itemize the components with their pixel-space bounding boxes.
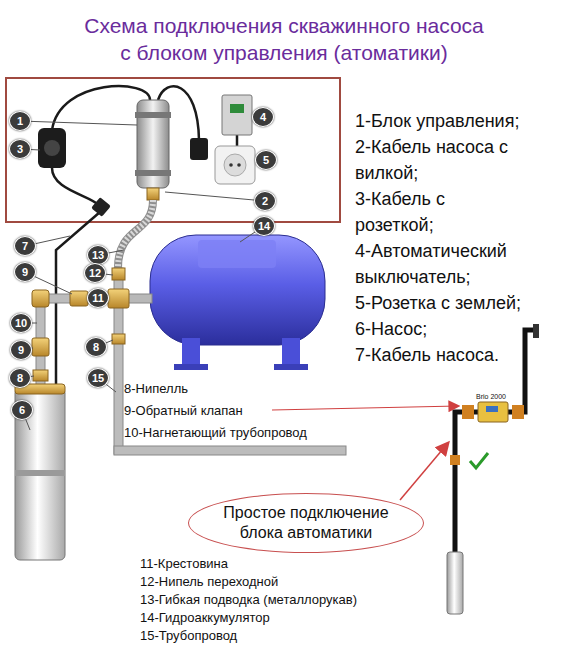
callout-number: 8 [85, 337, 107, 357]
part-list-item: 14-Гидроаккумулятор [140, 610, 270, 626]
part-list-item: 9-Обратный клапан [124, 403, 243, 419]
callout-number: 8 [9, 368, 31, 388]
part-list-item: 10-Нагнетающий трубопровод [124, 425, 307, 441]
unit-gauge [486, 406, 498, 412]
cable-plug [190, 138, 208, 160]
callout-text: 6 [19, 404, 25, 416]
note-oval: Простое подключение блока автоматики [188, 493, 424, 553]
part-list-item: 12-Нипель переходной [140, 574, 278, 590]
callout-text: 8 [93, 341, 99, 353]
callout-text: 10 [15, 317, 27, 329]
pressure-tank [150, 235, 325, 345]
pump-band [15, 470, 65, 476]
note-text: Простое подключение блока автоматики [217, 503, 395, 543]
callout-number: 6 [11, 400, 33, 420]
callout-number: 12 [84, 263, 106, 283]
pointer-arrow [272, 406, 458, 410]
part-list-item: 1-Блок управления; [355, 108, 568, 134]
callout-text: 4 [260, 111, 266, 123]
callout-text: 2 [262, 195, 268, 207]
callout-text: 7 [22, 240, 28, 252]
unit-band [135, 170, 171, 176]
callout-number: 2 [254, 191, 276, 211]
part-list-item: 3-Кабель с розеткой; [355, 186, 505, 238]
wall-socket [224, 154, 246, 176]
callout-text: 8 [17, 372, 23, 384]
callout-text: 12 [89, 267, 101, 279]
part-list-item: 4-Автоматический выключатель; [355, 238, 560, 290]
callout-number: 3 [9, 139, 31, 159]
device-mark: Brio 2000 [476, 392, 506, 401]
adapter-nipple [112, 268, 125, 280]
cable-socket [38, 128, 66, 168]
callout-number: 7 [14, 236, 36, 256]
part-list-item: 11-Крестовина [140, 556, 228, 572]
automation-unit [478, 402, 508, 422]
socket-lead [52, 168, 100, 206]
part-list-item: 13-Гибкая подводка (металлорукав) [140, 592, 357, 608]
tank-leg [282, 338, 300, 366]
cable-plug [91, 197, 111, 217]
cable-socket [44, 140, 60, 156]
cross-fitting [108, 289, 129, 308]
nipple [112, 334, 125, 344]
brass-fitting [462, 405, 474, 419]
callout-number: 9 [10, 340, 32, 360]
callout-number: 9 [14, 262, 36, 282]
unit-band [135, 112, 171, 118]
unit-fitting [147, 188, 159, 200]
callout-number: 14 [253, 216, 275, 236]
part-list-item: 2-Кабель насоса с вилкой; [355, 134, 540, 186]
callout-text: 5 [263, 154, 269, 166]
check-mark [470, 453, 488, 468]
callout-number: 5 [255, 150, 277, 170]
wall-socket [215, 146, 255, 184]
check-valve [32, 338, 49, 356]
nipple [33, 370, 48, 381]
callout-text: 14 [258, 220, 270, 232]
flexible-hose [118, 200, 153, 268]
frame [6, 78, 340, 222]
pump [15, 388, 65, 560]
part-list-item: 8-Нипелль [124, 381, 188, 397]
breaker-cable [236, 135, 239, 146]
part-list-item: 15-Трубопровод [140, 628, 237, 644]
callout-number: 11 [87, 288, 109, 308]
callout-number: 10 [10, 313, 32, 333]
tank-plate [198, 240, 276, 268]
part-list-item: 6-Насос; [355, 316, 568, 342]
leader-lines [20, 115, 266, 430]
part-list-item: 5-Розетка с землей; [355, 290, 568, 316]
callout-text: 3 [17, 143, 23, 155]
callout-number: 13 [87, 245, 109, 265]
tank-foot [174, 364, 208, 370]
callout-text: 11 [92, 292, 104, 304]
callout-text: 1 [17, 115, 23, 127]
brass-fitting [512, 405, 524, 419]
tap [533, 324, 539, 338]
pointer-arrow [400, 443, 448, 500]
flexible-hose [118, 200, 153, 268]
callout-text: 9 [22, 266, 28, 278]
circuit-breaker [222, 95, 252, 135]
brass-fitting [450, 455, 460, 465]
callout-number: 1 [9, 111, 31, 131]
part-list-item: 7-Кабель насоса. [355, 342, 568, 368]
tank-foot [274, 364, 308, 370]
check-valve [70, 291, 88, 306]
callout-number: 4 [252, 107, 274, 127]
breaker-lever [230, 104, 244, 113]
callout-text: 9 [18, 344, 24, 356]
callout-text: 15 [92, 372, 104, 384]
callout-number: 15 [87, 368, 109, 388]
callout-text: 13 [92, 249, 104, 261]
tank-leg [182, 338, 200, 366]
elbow [32, 290, 49, 307]
small-pump [447, 552, 463, 614]
pipeline [114, 446, 346, 455]
diagram-title: Схема подключения скважинного насоса с б… [0, 12, 568, 66]
